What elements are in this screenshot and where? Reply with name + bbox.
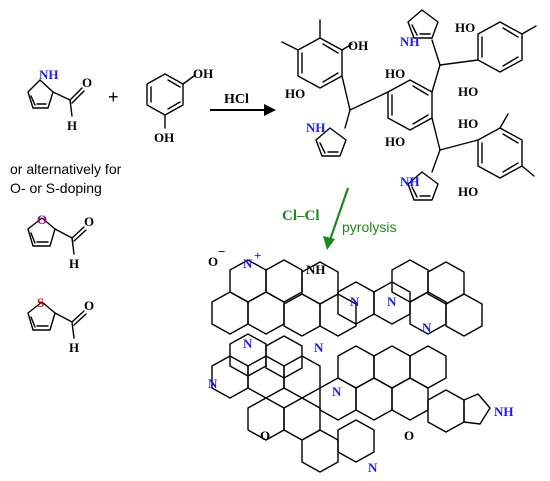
hcl-arrow: HCl bbox=[210, 92, 276, 116]
aldehyde-h-label: H bbox=[67, 118, 77, 133]
product-oh-label: OH bbox=[348, 38, 368, 53]
thiophene-h-label: H bbox=[69, 340, 79, 355]
product-ho-label-3: HO bbox=[285, 86, 305, 101]
pyrrole-nh-label: NH bbox=[39, 67, 59, 82]
carbon-o-2: O bbox=[404, 428, 414, 443]
resorcinol: OH OH bbox=[146, 66, 213, 145]
hcl-label: HCl bbox=[224, 92, 249, 107]
aldehyde-o-label: O bbox=[82, 75, 92, 90]
product-nh-left: NH bbox=[306, 120, 326, 135]
product-ho-label-5: HO bbox=[458, 84, 478, 99]
alt-text-line2: O- or S-doping bbox=[10, 180, 102, 196]
pyrolysis-arrow: Cl–Cl pyrolysis bbox=[282, 187, 396, 250]
thiophene-carboxaldehyde: S O H bbox=[27, 295, 94, 355]
product-ho-label-2: HO bbox=[385, 134, 405, 149]
carbon-n-2: N bbox=[387, 294, 397, 309]
carbon-n-3: N bbox=[243, 336, 253, 351]
carbon-n-7: N bbox=[332, 384, 342, 399]
carbon-n-6: N bbox=[208, 376, 218, 391]
carbon-n-5: N bbox=[422, 320, 432, 335]
n-oxide-minus: − bbox=[218, 244, 225, 259]
n-oxide-n-label: N bbox=[243, 256, 253, 271]
carbon-n-4: N bbox=[314, 340, 324, 355]
alt-text-line1: or alternatively for bbox=[10, 161, 122, 177]
carbon-nh-right: NH bbox=[494, 404, 514, 419]
product-ho-label-1: HO bbox=[385, 66, 405, 81]
pyrolysis-label: pyrolysis bbox=[342, 219, 396, 235]
thiophene-o-label: O bbox=[84, 298, 94, 313]
product-ho-label-7: HO bbox=[458, 184, 478, 199]
product-nh-top: NH bbox=[400, 34, 420, 49]
plus-sign: + bbox=[108, 87, 119, 107]
furfural-o-label: O bbox=[84, 214, 94, 229]
product-ho-label-6: HO bbox=[458, 116, 478, 131]
chlorine-label: Cl–Cl bbox=[282, 208, 320, 224]
product-nh-bottom: NH bbox=[400, 174, 420, 189]
n-oxide-o-label: O bbox=[208, 254, 218, 269]
product-ho-label-4: HO bbox=[455, 20, 475, 35]
furfural: O O H bbox=[27, 212, 94, 271]
thiophene-s-label: S bbox=[37, 295, 44, 310]
carbon-o-1: O bbox=[260, 428, 270, 443]
n-oxide-plus: + bbox=[254, 248, 261, 263]
furan-o-label: O bbox=[37, 212, 47, 227]
furfural-h-label: H bbox=[69, 256, 79, 271]
pyrrole-carboxaldehyde: NH O H bbox=[27, 67, 92, 133]
resorcinol-oh-top: OH bbox=[193, 66, 213, 81]
carbon-n-8: N bbox=[368, 460, 378, 475]
carbon-nh-top: NH bbox=[306, 262, 326, 277]
resorcinol-oh-bottom: OH bbox=[154, 130, 174, 145]
condensation-product: HO HO OH HO NH HO HO NH bbox=[281, 9, 537, 201]
doped-carbon-structure: O − N + NH N N N N N N N N O O NH bbox=[208, 244, 514, 475]
carbon-n-1: N bbox=[350, 294, 360, 309]
